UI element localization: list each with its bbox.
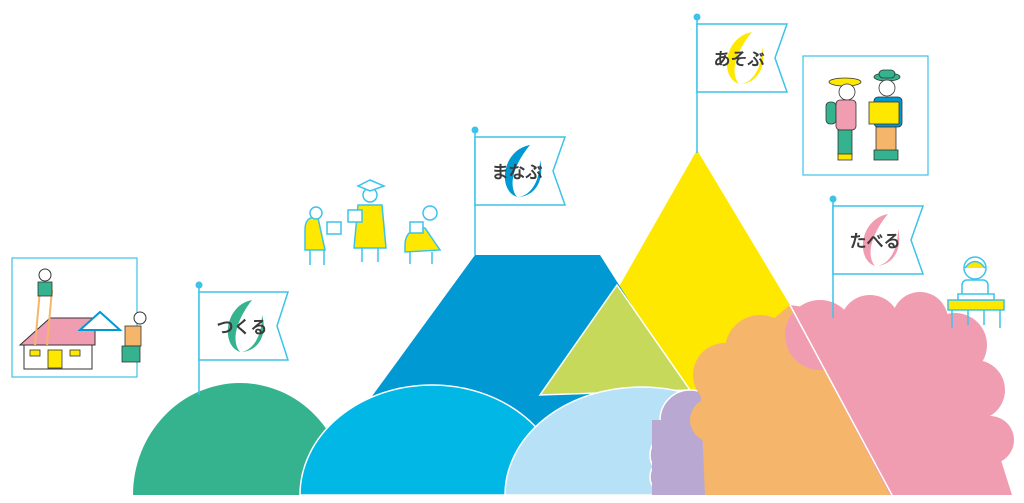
leaf-icon (862, 214, 900, 266)
green-hill (133, 383, 347, 495)
flag-manabu[interactable]: まなぶ (471, 126, 567, 256)
building-house-illustration (11, 257, 147, 378)
cooking-illustration (947, 256, 1005, 328)
flag-tsukuru[interactable]: つくる (195, 281, 290, 396)
leaf-icon (726, 32, 764, 84)
flag-label-manabu: まなぶ (492, 163, 543, 183)
flag-asobu[interactable]: あそぶ (693, 13, 789, 154)
hiking-illustration (802, 55, 929, 176)
flag-label-taberu: たべる (850, 232, 901, 252)
learning-illustration (304, 179, 442, 265)
flag-label-tsukuru: つくる (217, 318, 268, 338)
flag-label-asobu: あそぶ (714, 50, 765, 70)
leaf-icon (504, 145, 542, 197)
leaf-icon (227, 300, 264, 352)
flag-taberu[interactable]: たべる (829, 195, 925, 319)
pink-cloud (785, 292, 1014, 495)
